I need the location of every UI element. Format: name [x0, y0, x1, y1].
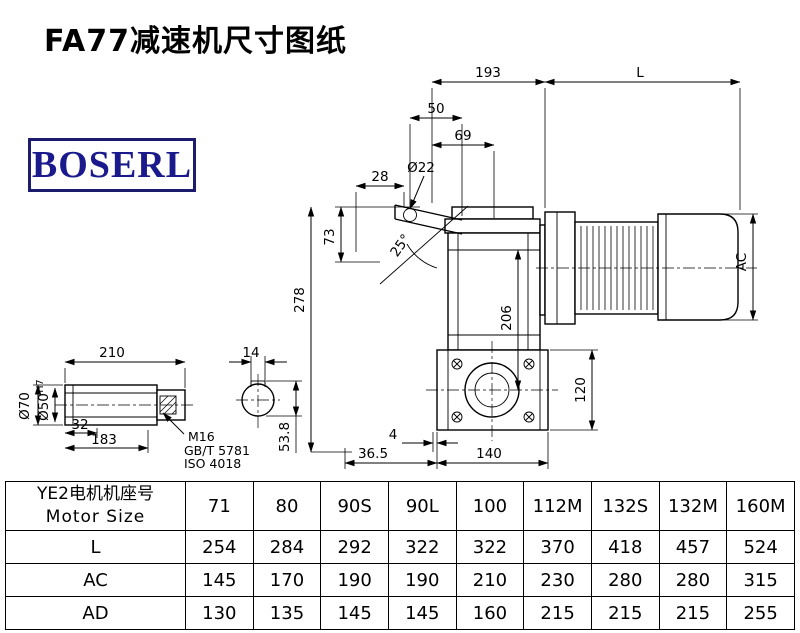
dim-14-label: 14	[242, 345, 259, 361]
table-cell: 215	[658, 596, 728, 630]
arm-hole	[403, 208, 417, 222]
table-cell: 457	[658, 530, 728, 564]
table-cell: 135	[252, 596, 322, 630]
table-row-AC: AC 145 170 190 190 210 230 280 280 315	[5, 563, 795, 597]
dim-dia50-label: Ø50	[36, 393, 52, 421]
table-cell: 255	[726, 596, 795, 630]
table-cell: 215	[523, 596, 592, 630]
column-header: 90S	[320, 481, 389, 531]
table-cell: 230	[523, 563, 592, 597]
page-title: FA77减速机尺寸图纸	[44, 24, 348, 59]
table-cell: 254	[185, 530, 254, 564]
dim-210-label: 210	[99, 345, 125, 361]
dim-120-label: 120	[573, 377, 589, 403]
column-header: 90L	[387, 481, 457, 531]
boserl-logo: BOSERL	[28, 138, 196, 192]
bolt-hole	[451, 411, 463, 423]
row-label: L	[5, 530, 186, 564]
standard-gbt-label: GB/T 5781	[184, 443, 250, 458]
table-cell: 190	[387, 563, 457, 597]
column-header: 132S	[590, 481, 660, 531]
bolt-hole	[523, 411, 535, 423]
bolt-hole	[523, 358, 535, 370]
column-header: 112M	[523, 481, 592, 531]
motor-outline	[536, 211, 757, 325]
dim-25deg-label: 25°	[387, 231, 414, 260]
table-cell: 524	[726, 530, 795, 564]
dim-dia22-label: Ø22	[407, 160, 435, 176]
dim-69-label: 69	[454, 128, 471, 144]
table-header-row: YE2电机机座号 Motor Size 71 80 90S 90L 100 11…	[5, 481, 795, 531]
dim-183-label: 183	[91, 432, 117, 448]
table-cell: 292	[320, 530, 389, 564]
gearbox-outline	[379, 204, 558, 441]
column-header: 132M	[658, 481, 728, 531]
table-cell: 145	[320, 596, 389, 630]
table-row-AD: AD 130 135 145 145 160 215 215 215 255	[5, 596, 795, 630]
motor-fan-cowl	[657, 213, 739, 321]
table-cell: 145	[387, 596, 457, 630]
shaft-end-view	[236, 374, 280, 428]
table-cell: 130	[185, 596, 254, 630]
dim-4-label: 4	[389, 427, 398, 443]
table-cell: 210	[455, 563, 525, 597]
dim-193-label: 193	[475, 65, 501, 81]
dim-L-label: L	[636, 65, 644, 81]
table-cell: 280	[658, 563, 728, 597]
technical-drawing: 193 L 50 69 Ø22 28 73 25° 278 206 AC 120…	[17, 65, 758, 471]
row-label: AC	[5, 563, 186, 597]
dim-36-5-label: 36.5	[358, 446, 388, 462]
dim-28-label: 28	[371, 169, 388, 185]
table-cell: 145	[185, 563, 254, 597]
dim-50-label: 50	[427, 101, 444, 117]
motor-size-header-cn: YE2电机机座号	[37, 484, 154, 504]
table-cell: 170	[252, 563, 322, 597]
table-cell: 190	[320, 563, 389, 597]
table-cell: 215	[590, 596, 660, 630]
dimension-lines	[34, 78, 757, 467]
column-header: 160M	[726, 481, 795, 531]
column-header: 100	[455, 481, 525, 531]
table-cell: 322	[387, 530, 457, 564]
dim-140-label: 140	[476, 446, 502, 462]
dim-32-label: 32	[71, 417, 88, 433]
dim-dia70-label: Ø70	[17, 392, 33, 420]
angle-line	[379, 205, 469, 285]
dim-AC-label: AC	[734, 253, 750, 271]
bolt-spec-label: M16	[188, 429, 215, 444]
dim-h7-tolerance-label: H7	[35, 379, 46, 392]
row-label: AD	[5, 596, 186, 630]
dim-206-label: 206	[499, 305, 515, 331]
table-cell: 322	[455, 530, 525, 564]
table-row-L: L 254 284 292 322 322 370 418 457 524	[5, 530, 795, 564]
column-header: 71	[185, 481, 254, 531]
table-cell: 418	[590, 530, 660, 564]
table-cell: 315	[726, 563, 795, 597]
angle-arc	[406, 243, 438, 269]
motor-size-header: YE2电机机座号 Motor Size	[5, 481, 186, 531]
table-cell: 160	[455, 596, 525, 630]
bolt-hole	[451, 358, 463, 370]
column-header: 80	[252, 481, 322, 531]
dim-73-label: 73	[322, 228, 338, 245]
table-cell: 370	[523, 530, 592, 564]
dim-53-8-label: 53.8	[277, 422, 293, 452]
boserl-logo-text: BOSERL	[31, 144, 193, 186]
table-cell: 280	[590, 563, 660, 597]
dim-278-label: 278	[292, 287, 308, 313]
standard-iso-label: ISO 4018	[184, 456, 241, 471]
motor-dimension-table: YE2电机机座号 Motor Size 71 80 90S 90L 100 11…	[5, 481, 795, 630]
table-cell: 284	[252, 530, 322, 564]
motor-size-header-en: Motor Size	[45, 507, 146, 527]
